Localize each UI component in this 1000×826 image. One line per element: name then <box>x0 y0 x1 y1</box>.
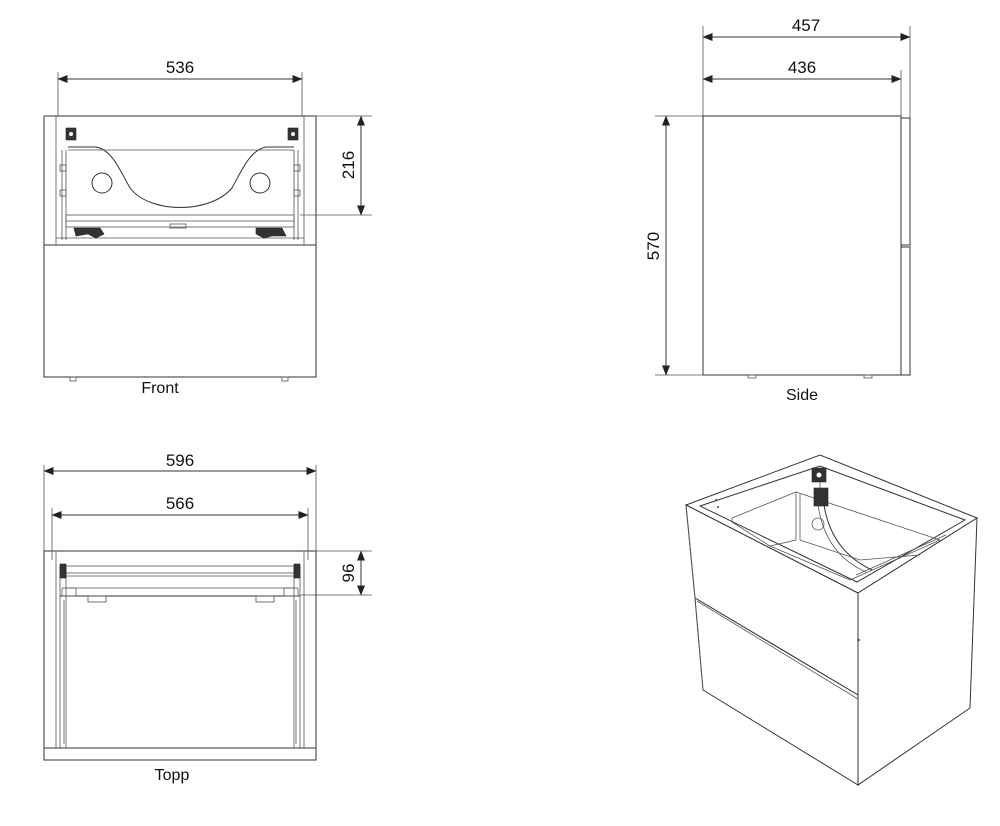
side-total-depth-value: 457 <box>792 16 820 35</box>
side-view-label: Side <box>786 387 818 404</box>
iso-drain-hole <box>811 517 825 531</box>
front-width-value: 536 <box>166 58 194 77</box>
side-cabinet-outline <box>702 115 902 376</box>
iso-opening <box>698 465 967 583</box>
side-upper-front <box>900 117 911 246</box>
side-height-value: 570 <box>644 232 663 260</box>
top-inner-width-value: 566 <box>166 494 194 513</box>
top-view: 596 566 96 Topp <box>43 451 372 784</box>
side-inner-depth-value: 436 <box>788 58 816 77</box>
front-sink-cutout <box>68 146 294 208</box>
front-sink-depth-value: 216 <box>339 151 358 179</box>
top-view-label: Topp <box>155 767 190 784</box>
front-view: 536 216 Front <box>43 58 372 397</box>
front-drain-hole-right <box>249 172 271 194</box>
iso-valve <box>813 487 829 507</box>
front-cabinet-outline <box>43 115 317 378</box>
front-drain-hole-left <box>91 172 113 194</box>
top-cabinet-outline <box>43 550 317 761</box>
iso-drain-pipe <box>823 504 873 571</box>
front-view-label: Front <box>141 380 179 397</box>
side-view: 457 436 570 Side <box>644 16 911 404</box>
front-hinge-right <box>255 227 287 239</box>
front-hinge-left <box>73 227 105 239</box>
side-lower-front <box>900 246 911 376</box>
top-drawer-offset-value: 96 <box>339 564 358 583</box>
isometric-view <box>684 454 979 786</box>
top-outer-width-value: 596 <box>166 451 194 470</box>
